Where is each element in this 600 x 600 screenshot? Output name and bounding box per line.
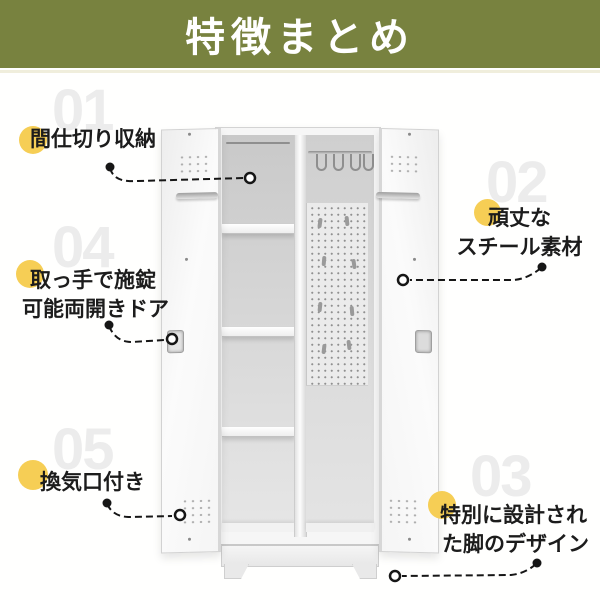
feature-number-01: 01 — [52, 78, 114, 143]
door-handle — [176, 192, 218, 200]
feature-label: 頑丈な — [488, 207, 551, 230]
screw — [188, 537, 191, 541]
door-handle — [376, 191, 420, 200]
feature-callout-04: 取っ手で施錠 可能両開きドア — [16, 260, 169, 324]
screw — [408, 537, 411, 541]
s-hook — [316, 154, 327, 171]
feature-callout-05: 換気口付き — [18, 460, 145, 497]
hanging-rod — [308, 151, 372, 154]
feature-callout-01: 間仕切り収納 — [19, 125, 199, 154]
screw — [413, 257, 416, 261]
accent-dot-icon — [474, 199, 501, 226]
vent-grid-bottom — [387, 497, 419, 525]
door-lock — [167, 329, 184, 354]
shelf — [222, 427, 295, 437]
feature-number-05: 05 — [52, 417, 114, 482]
feature-label: た脚のデザイン — [442, 533, 589, 556]
s-hook — [363, 154, 374, 171]
feature-label: 可能両開きドア — [22, 298, 169, 321]
page-title: 特徴まとめ — [185, 16, 415, 60]
banner-underline — [0, 70, 600, 73]
s-hook — [333, 154, 344, 171]
shelf — [222, 327, 295, 337]
leg — [352, 564, 377, 579]
base-plinth — [221, 544, 379, 567]
accent-dot-icon — [18, 460, 48, 490]
pegboard-panel — [306, 203, 368, 386]
left-door-open — [161, 128, 221, 554]
feature-callout-02: 頑丈な スチール素材 — [452, 199, 587, 262]
feature-number-03: 03 — [470, 444, 532, 509]
feature-label: スチール素材 — [456, 236, 583, 259]
feature-label: 特別に設計され — [440, 504, 587, 527]
feature-number-04: 04 — [52, 215, 114, 280]
top-rail — [226, 142, 290, 144]
header-banner: 特徴まとめ — [0, 0, 600, 68]
feature-label: 間仕切り収納 — [30, 128, 156, 151]
compartment-floor — [306, 523, 374, 532]
feature-label: 取っ手で施錠 — [30, 269, 156, 292]
screw — [408, 132, 411, 136]
accent-dot-icon — [428, 491, 456, 519]
screw — [185, 257, 188, 261]
shelf — [222, 224, 295, 234]
compartment-floor — [222, 523, 295, 532]
s-hook — [350, 154, 361, 171]
door-lock — [415, 329, 432, 354]
feature-label: 換気口付き — [40, 471, 145, 494]
vent-grid-top — [388, 153, 422, 178]
feature-callout-03: 特別に設計され た脚のデザイン — [428, 491, 589, 559]
pegboard-hook — [349, 305, 355, 317]
leg — [224, 564, 249, 579]
accent-dot-icon — [16, 260, 44, 288]
vent-grid-bottom — [181, 497, 213, 525]
accent-dot-icon — [19, 126, 47, 154]
vent-grid-top — [178, 153, 212, 178]
right-door-open — [376, 128, 439, 554]
